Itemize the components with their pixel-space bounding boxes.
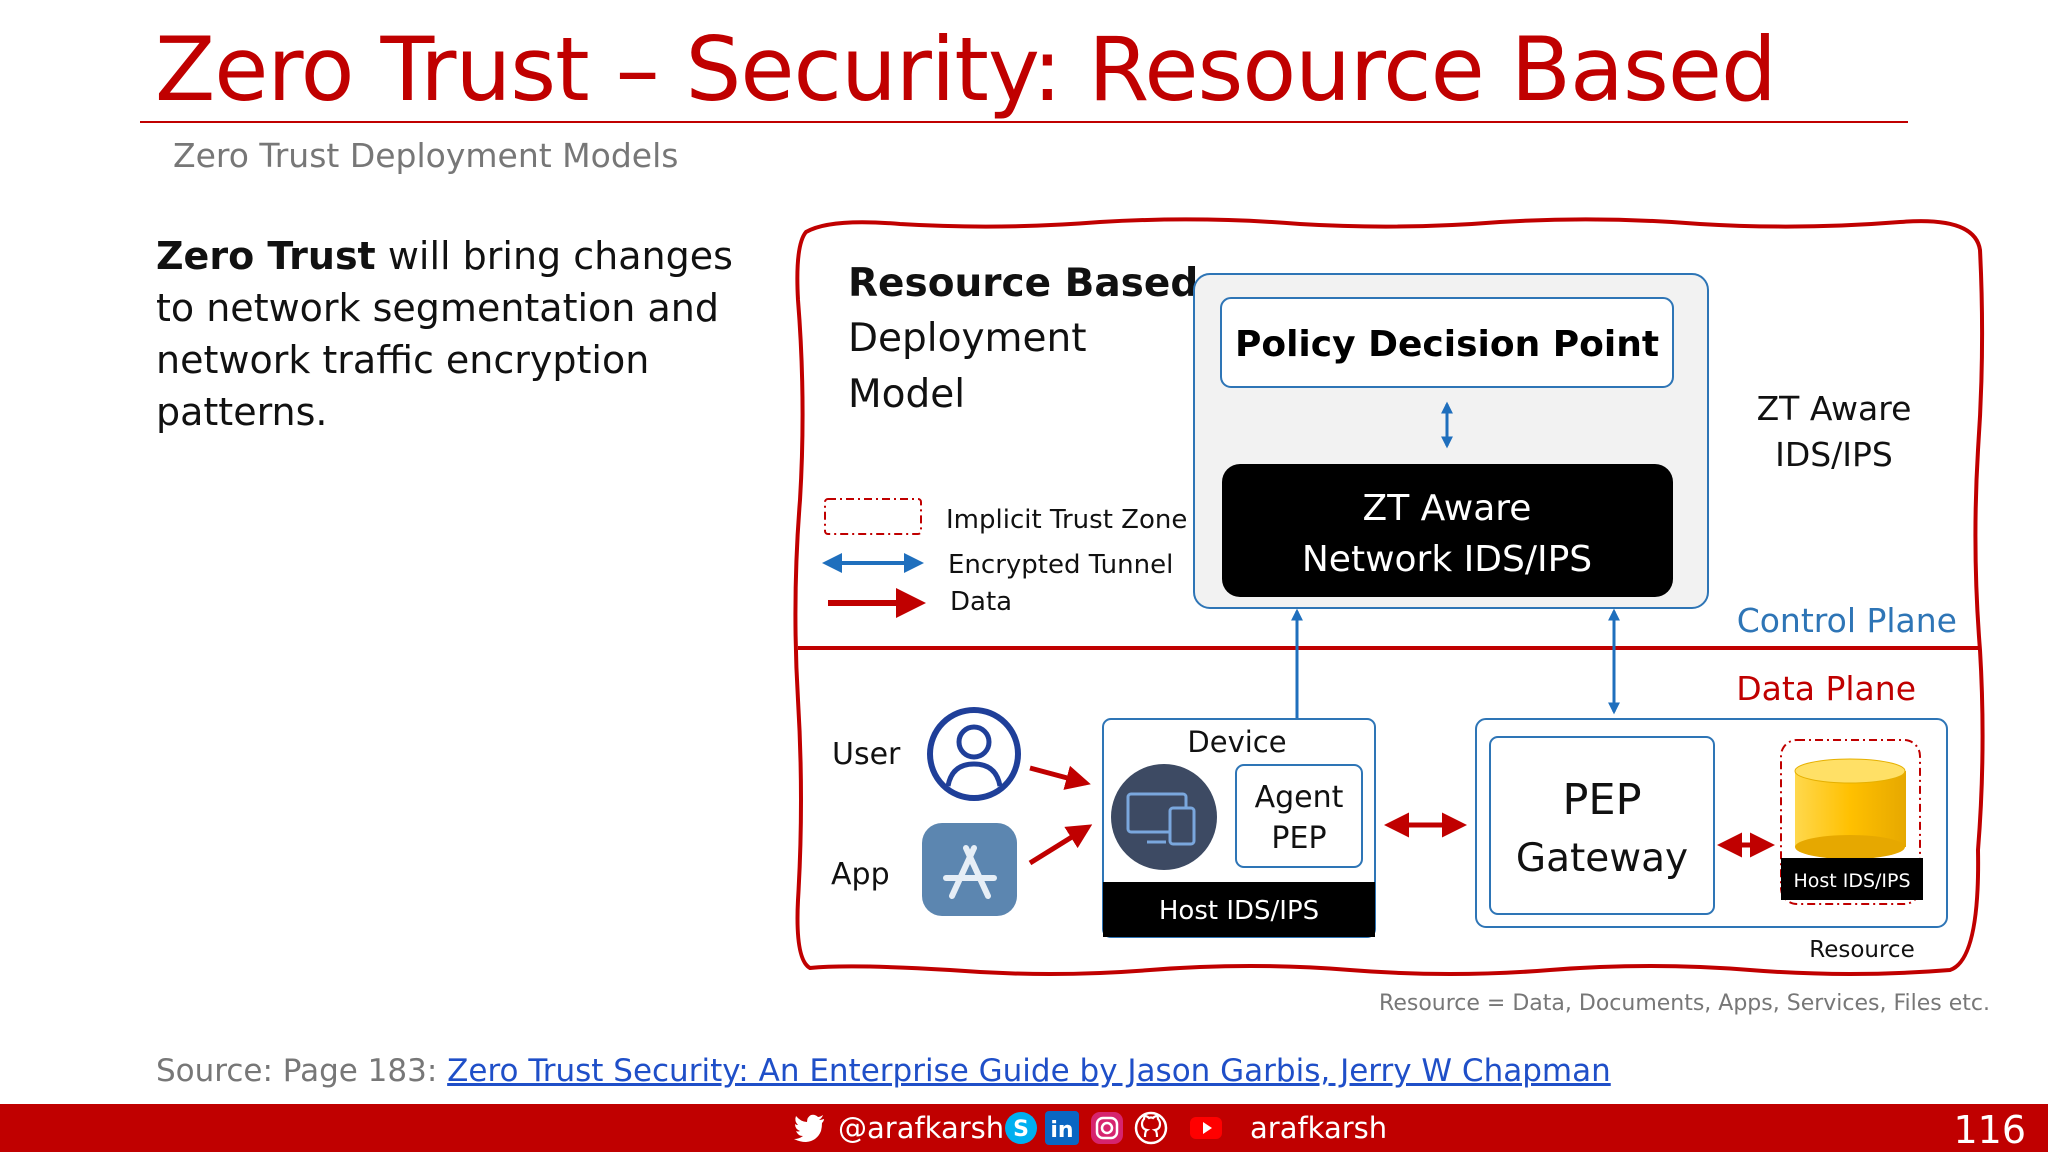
source-citation: Source: Page 183: Zero Trust Security: A… (156, 1053, 1611, 1089)
policy-decision-point-box (1220, 297, 1674, 388)
legend-trust-zone-swatch (824, 498, 922, 535)
instagram-icon[interactable] (1090, 1111, 1124, 1145)
user-label: User (832, 737, 901, 772)
svg-text:S: S (1013, 1117, 1029, 1142)
policy-decision-point-label: Policy Decision Point (1235, 324, 1659, 365)
skype-icon[interactable]: S (1004, 1111, 1038, 1145)
zt-network-ids-line1: ZT Aware (1363, 488, 1532, 529)
linkedin-icon[interactable]: in (1045, 1111, 1079, 1145)
zt-network-ids-line2: Network IDS/IPS (1302, 539, 1592, 580)
app-label: App (831, 857, 890, 892)
intro-text: Zero Trust will bring changes to network… (156, 230, 756, 438)
resource-host-ids-label: Host IDS/IPS (1793, 870, 1910, 892)
resource-label: Resource (1809, 937, 1914, 963)
twitter-icon[interactable] (793, 1111, 827, 1145)
data-plane-label: Data Plane (1736, 669, 1916, 708)
source-link[interactable]: Zero Trust Security: An Enterprise Guide… (447, 1053, 1611, 1089)
github-icon[interactable] (1134, 1111, 1168, 1145)
resource-footnote: Resource = Data, Documents, Apps, Servic… (1379, 991, 1990, 1016)
diagram-heading-bold: Resource Based (848, 261, 1198, 306)
youtube-handle[interactable]: arafkarsh (1250, 1111, 1388, 1145)
title-divider (140, 121, 1908, 123)
device-label: Device (1187, 725, 1286, 759)
legend-trust-zone-label: Implicit Trust Zone (946, 505, 1187, 535)
zt-aware-ids-line2: IDS/IPS (1775, 435, 1893, 474)
user-data-arrow (1029, 765, 1091, 790)
control-plane-label: Control Plane (1737, 601, 1957, 640)
slide-subtitle: Zero Trust Deployment Models (173, 136, 679, 175)
legend-data-label: Data (950, 587, 1012, 617)
twitter-handle[interactable]: @arafkarsh (838, 1111, 1005, 1145)
source-prefix: Source: Page 183: (156, 1053, 448, 1089)
deployment-diagram: Resource Based Deployment Model Implicit… (793, 217, 1985, 976)
svg-text:in: in (1050, 1118, 1073, 1143)
youtube-icon[interactable] (1189, 1111, 1223, 1145)
intro-rest: will bring changes to network segmentati… (156, 234, 733, 434)
pep-gateway-box (1489, 736, 1715, 915)
footer-bar: @arafkarsh S in arafkarsh 116 (0, 1104, 2048, 1152)
agent-pep-line1: Agent (1255, 780, 1344, 815)
resource-host-ids-bar (1781, 858, 1923, 900)
legend-tunnel-label: Encrypted Tunnel (948, 550, 1173, 580)
diagram-heading-line3: Model (848, 372, 965, 417)
page-number: 116 (1953, 1108, 2026, 1152)
database-icon (1794, 758, 1906, 859)
user-icon (927, 707, 1021, 801)
pep-gateway-line2: Gateway (1516, 836, 1688, 881)
pep-gateway-line1: PEP (1562, 775, 1641, 825)
diagram-heading-line2: Deployment (848, 316, 1087, 361)
device-host-ids-bar (1103, 882, 1375, 937)
intro-bold: Zero Trust (156, 234, 376, 278)
implicit-trust-outline (793, 217, 1985, 976)
app-store-icon (922, 823, 1017, 916)
agent-pep-line2: PEP (1271, 821, 1326, 856)
device-host-ids-label: Host IDS/IPS (1159, 896, 1319, 926)
devices-icon (1111, 764, 1217, 870)
agent-pep-box (1235, 764, 1363, 868)
zt-network-ids-box (1222, 464, 1673, 597)
slide-title: Zero Trust – Security: Resource Based (155, 18, 1777, 121)
zt-aware-ids-line1: ZT Aware (1757, 389, 1912, 428)
app-data-arrow (1028, 824, 1093, 866)
